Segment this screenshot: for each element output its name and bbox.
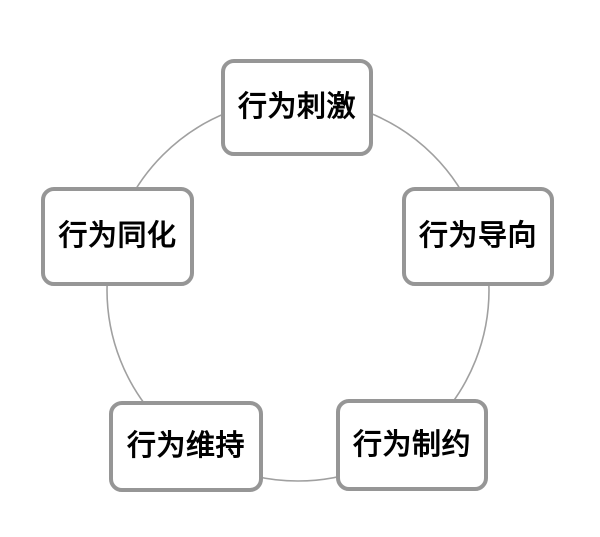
cycle-node-constraint-label: 行为制约 — [352, 428, 471, 461]
cycle-node-assimilate-label: 行为同化 — [58, 220, 177, 252]
cycle-node-guidance-label: 行为导向 — [418, 220, 537, 252]
cycle-node-constraint[interactable]: 行为制约 — [336, 399, 488, 491]
cycle-node-maintain[interactable]: 行为维持 — [109, 401, 263, 492]
cycle-node-guidance[interactable]: 行为导向 — [402, 187, 554, 286]
cycle-node-assimilate[interactable]: 行为同化 — [41, 187, 194, 286]
cycle-node-maintain-label: 行为维持 — [126, 430, 245, 462]
cycle-node-stimulus-label: 行为刺激 — [237, 91, 356, 123]
cycle-node-stimulus[interactable]: 行为刺激 — [221, 59, 373, 156]
